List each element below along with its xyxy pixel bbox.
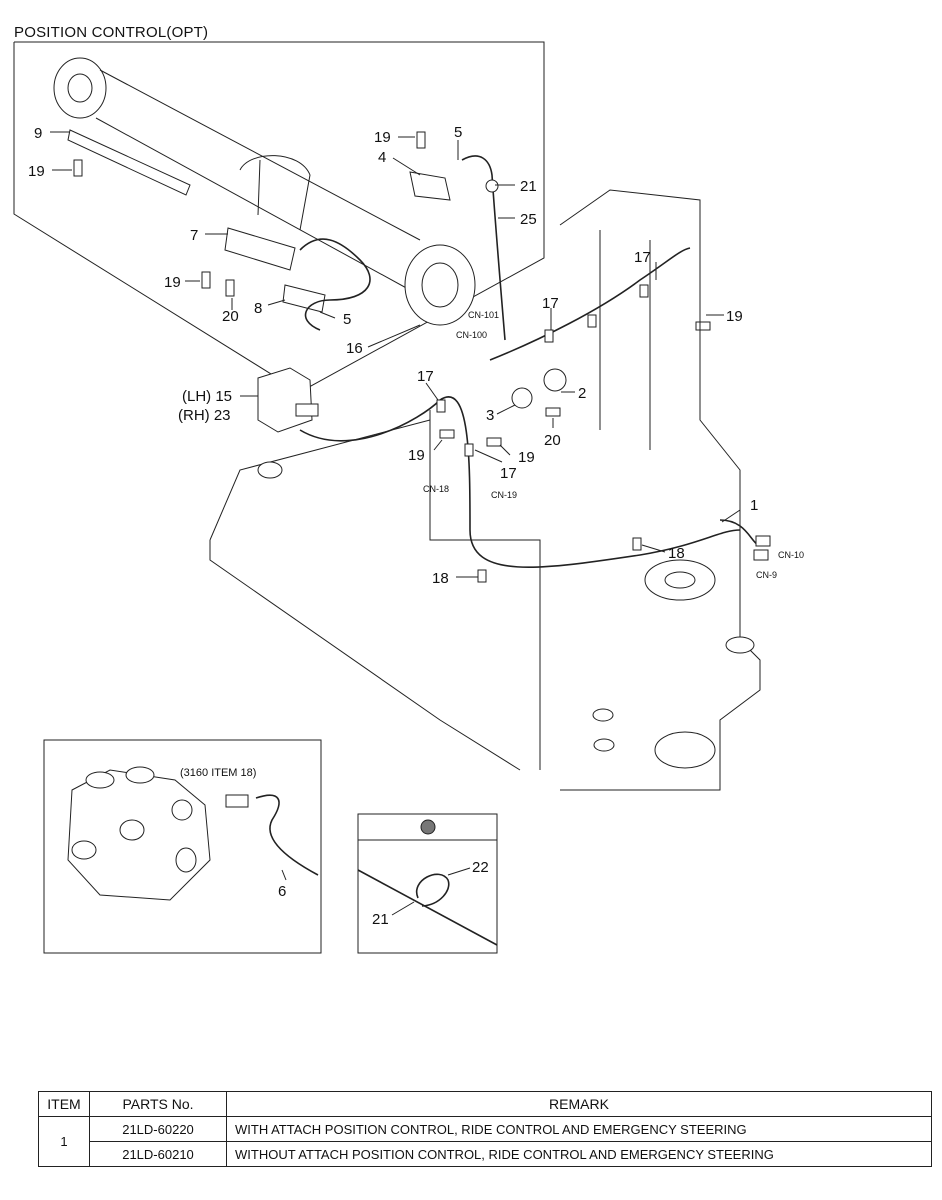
proximity-switch: [257, 367, 319, 433]
part-remark: WITH ATTACH POSITION CONTROL, RIDE CONTR…: [226, 1116, 932, 1142]
part-number: 21LD-60210: [89, 1141, 227, 1167]
column-header-parts-no: PARTS No.: [89, 1091, 227, 1117]
connector-label: CN-18: [423, 484, 449, 494]
clamp-inset-frame: [357, 813, 498, 954]
connector-label: CN-101: [468, 310, 499, 320]
parts-table: ITEM PARTS No. REMARK 1 21LD-60220 WITH …: [38, 1091, 932, 1167]
connector-label: CN-19: [491, 490, 517, 500]
front-frame: [209, 189, 761, 791]
callout-3: 3: [486, 407, 494, 424]
callout-5: 5: [454, 124, 462, 141]
callout-19: 19: [408, 447, 425, 464]
bracket-9: [67, 129, 191, 196]
callout-18: 18: [432, 570, 449, 587]
callout-21: 21: [372, 911, 389, 928]
valve-inset-frame: [43, 739, 322, 954]
callout-19: 19: [28, 163, 45, 180]
connector-label: CN-100: [456, 330, 487, 340]
sensor-wire-6: [255, 794, 319, 876]
connector-label: CN-10: [778, 550, 804, 560]
callout-17: 17: [634, 249, 651, 266]
bracket-7: [224, 227, 296, 271]
callout-7: 7: [190, 227, 198, 244]
callout-16: 16: [346, 340, 363, 357]
boom-cylinder: [53, 57, 476, 326]
column-header-item: ITEM: [38, 1091, 90, 1117]
callout-6: 6: [278, 883, 286, 900]
callout-4: 4: [378, 149, 386, 166]
callout-17: 17: [542, 295, 559, 312]
callout-21: 21: [520, 178, 537, 195]
leader-lines: [50, 131, 741, 578]
callout-22: 22: [472, 859, 489, 876]
callout-25: 25: [520, 211, 537, 228]
column-header-remark: REMARK: [226, 1091, 932, 1117]
detail-marker-icon: [420, 819, 436, 835]
callout-19: 19: [164, 274, 181, 291]
clamp-22: [415, 873, 450, 907]
callout-15: (LH) 15: [182, 388, 232, 405]
item-number: 1: [38, 1116, 90, 1167]
diagram-title: POSITION CONTROL(OPT): [14, 24, 209, 41]
callout-5: 5: [343, 311, 351, 328]
table-row: 1 21LD-60220 WITH ATTACH POSITION CONTRO…: [38, 1116, 932, 1167]
callout-19: 19: [374, 129, 391, 146]
part-remark: WITHOUT ATTACH POSITION CONTROL, RIDE CO…: [226, 1141, 932, 1167]
bracket-8: [282, 284, 326, 313]
connector-cn9: [753, 549, 769, 561]
bracket-4: [409, 171, 451, 201]
callout-17: 17: [500, 465, 517, 482]
callout-23: (RH) 23: [178, 407, 231, 424]
connector-cn10: [755, 535, 771, 547]
table-row: 21LD-60210 WITHOUT ATTACH POSITION CONTR…: [39, 1141, 932, 1167]
callout-19: 19: [726, 308, 743, 325]
clamped-wire: [357, 869, 498, 946]
bolts: [73, 131, 711, 447]
callout-20: 20: [222, 308, 239, 325]
callout-17: 17: [417, 368, 434, 385]
callout-18: 18: [668, 545, 685, 562]
main-harness-branch: [489, 247, 691, 361]
inset-note: (3160 ITEM 18): [180, 767, 256, 779]
main-harness-1: [299, 396, 741, 568]
exploded-parts-diagram: 9 19 19 5 4 21 25 7 19 20 8 5 16 17 19 1…: [13, 41, 804, 954]
callout-20: 20: [544, 432, 561, 449]
sensor-wire: [299, 238, 371, 331]
clips: [436, 284, 649, 583]
table-header-row: ITEM PARTS No. REMARK: [38, 1091, 932, 1117]
band-21: [485, 179, 499, 193]
callout-2: 2: [578, 385, 586, 402]
callout-19: 19: [518, 449, 535, 466]
control-valve: [67, 766, 249, 901]
callout-1: 1: [750, 497, 758, 514]
callout-8: 8: [254, 300, 262, 317]
part-number: 21LD-60220: [89, 1116, 227, 1142]
clamp-2: [543, 368, 567, 392]
connector-label: CN-9: [756, 570, 777, 580]
clamp-3: [511, 387, 533, 409]
callout-9: 9: [34, 125, 42, 142]
detail-frame: [13, 41, 545, 393]
